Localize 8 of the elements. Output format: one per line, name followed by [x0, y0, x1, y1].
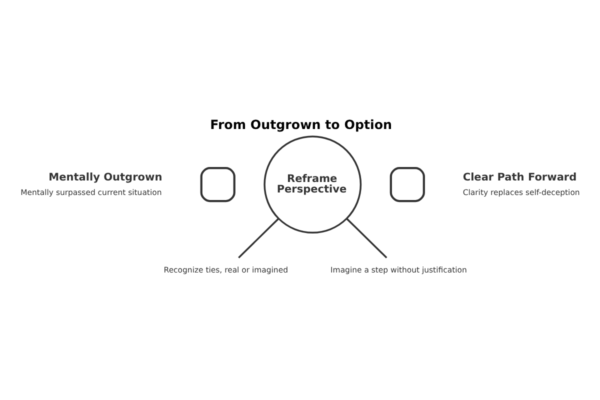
node-circle: Reframe Perspective [264, 136, 362, 234]
connector [238, 218, 280, 258]
diagram-title: From Outgrown to Option [210, 117, 392, 132]
node-box [200, 167, 236, 202]
connector [346, 218, 388, 258]
node-label: Mentally Outgrown [48, 171, 162, 184]
node-box [390, 167, 425, 202]
node-label: Clear Path Forward [462, 171, 577, 184]
